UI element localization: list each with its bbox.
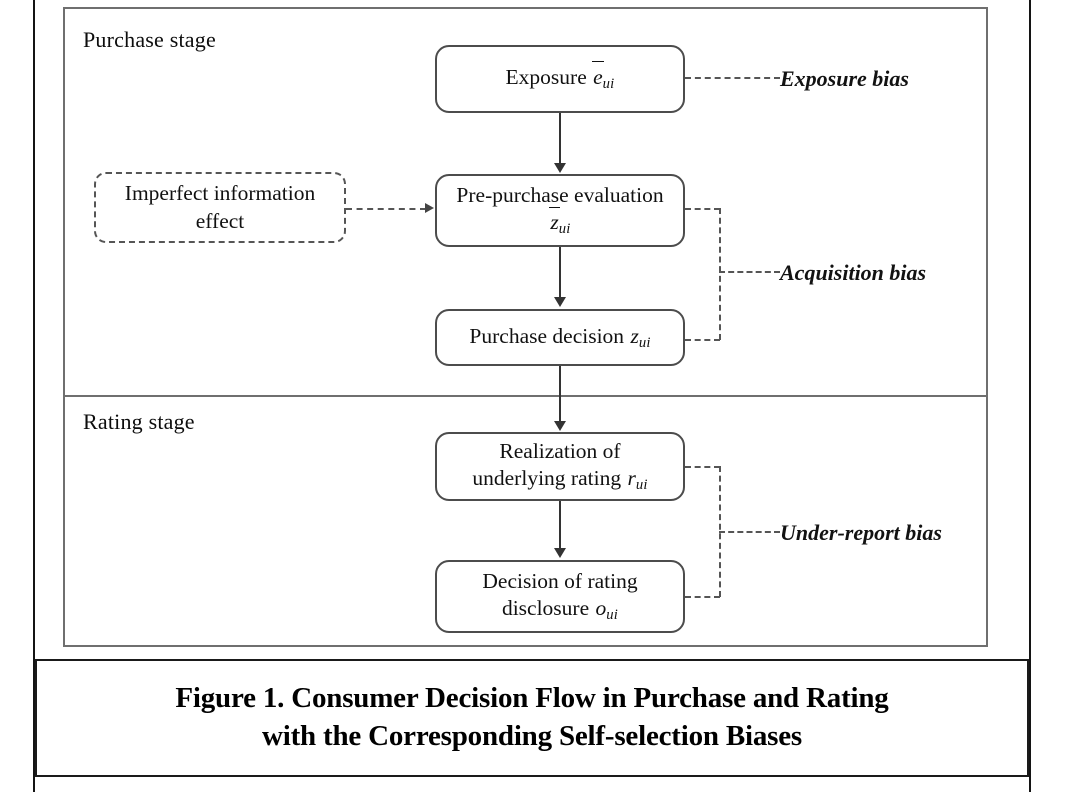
node-realization-line2: underlying rating <box>472 466 627 491</box>
arrow-purchase-decision-to-realization-head <box>554 421 566 431</box>
node-realization-line1: Realization of <box>499 438 621 463</box>
node-disclosure-line2: disclosure <box>501 596 595 621</box>
node-purchase-decision[interactable]: Purchase decision zui <box>435 309 685 366</box>
arrow-realization-to-disclosure-head <box>554 548 566 558</box>
bias-label-exposure: Exposure bias <box>780 66 909 91</box>
bracket-acquisition-bottom <box>685 339 720 341</box>
node-exposure-variable: eui <box>593 65 615 93</box>
arrow-realization-to-disclosure-line <box>559 501 561 549</box>
dashed-arrow-imperfect-to-prepurchase-head <box>425 203 434 213</box>
purchase-stage-label: Purchase stage <box>83 27 216 52</box>
bracket-acquisition-vertical <box>719 208 721 340</box>
stage-divider <box>65 395 986 397</box>
node-realization-text: Realization of underlying rating rui <box>472 438 647 495</box>
figure-caption-line2: with the Corresponding Self-selection Bi… <box>261 720 803 752</box>
bracket-underreport-top <box>685 466 720 468</box>
node-realization-underlying-rating[interactable]: Realization of underlying rating rui <box>435 432 685 501</box>
node-purchase-decision-label: Purchase decision <box>469 323 630 348</box>
rating-stage-label: Rating stage <box>83 409 195 434</box>
node-imperfect-information-effect[interactable]: Imperfect information effect <box>94 172 346 243</box>
dashed-arrow-imperfect-to-prepurchase-line <box>346 208 426 210</box>
leader-exposure-bias <box>685 77 780 79</box>
figure-caption-line1: Figure 1. Consumer Decision Flow in Purc… <box>175 682 889 715</box>
node-disclosure-text: Decision of rating disclosure oui <box>482 568 637 625</box>
page-right-rule <box>1029 0 1031 792</box>
arrow-prepurchase-to-purchase-decision-head <box>554 297 566 307</box>
node-exposure-label: Exposure <box>505 65 593 90</box>
leader-acquisition-bias <box>719 271 780 273</box>
figure-caption-box: Figure 1. Consumer Decision Flow in Purc… <box>35 659 1029 777</box>
node-realization-variable: rui <box>627 466 648 494</box>
diagram-frame: Purchase stage Rating stage Exposure eui… <box>63 7 988 647</box>
node-prepurchase-variable: zui <box>550 210 571 238</box>
node-pre-purchase-evaluation[interactable]: Pre-purchase evaluation zui <box>435 174 685 247</box>
bias-label-under-report: Under-report bias <box>780 520 942 545</box>
node-prepurchase-text: Pre-purchase evaluation zui <box>456 182 663 239</box>
node-purchase-decision-text: Purchase decision zui <box>469 323 650 353</box>
node-imperfect-text: Imperfect information effect <box>125 180 315 235</box>
page-left-rule <box>33 0 35 792</box>
node-decision-rating-disclosure[interactable]: Decision of rating disclosure oui <box>435 560 685 633</box>
node-disclosure-line1: Decision of rating <box>482 568 638 593</box>
arrow-prepurchase-to-purchase-decision-line <box>559 247 561 298</box>
node-imperfect-line1: Imperfect information <box>124 180 316 205</box>
bracket-acquisition-top <box>685 208 720 210</box>
node-imperfect-line2: effect <box>195 208 245 233</box>
leader-underreport-bias <box>719 531 780 533</box>
node-prepurchase-line1: Pre-purchase evaluation <box>456 182 664 207</box>
node-purchase-decision-variable: zui <box>630 323 651 351</box>
bias-label-acquisition: Acquisition bias <box>780 260 927 285</box>
arrow-exposure-to-prepurchase-line <box>559 113 561 164</box>
arrow-purchase-decision-to-realization-line <box>559 366 561 422</box>
node-exposure-text: Exposure eui <box>506 64 615 94</box>
node-disclosure-variable: oui <box>595 596 619 624</box>
arrow-exposure-to-prepurchase-head <box>554 163 566 173</box>
node-exposure[interactable]: Exposure eui <box>435 45 685 113</box>
bracket-underreport-bottom <box>685 596 720 598</box>
figure-caption: Figure 1. Consumer Decision Flow in Purc… <box>151 680 912 755</box>
